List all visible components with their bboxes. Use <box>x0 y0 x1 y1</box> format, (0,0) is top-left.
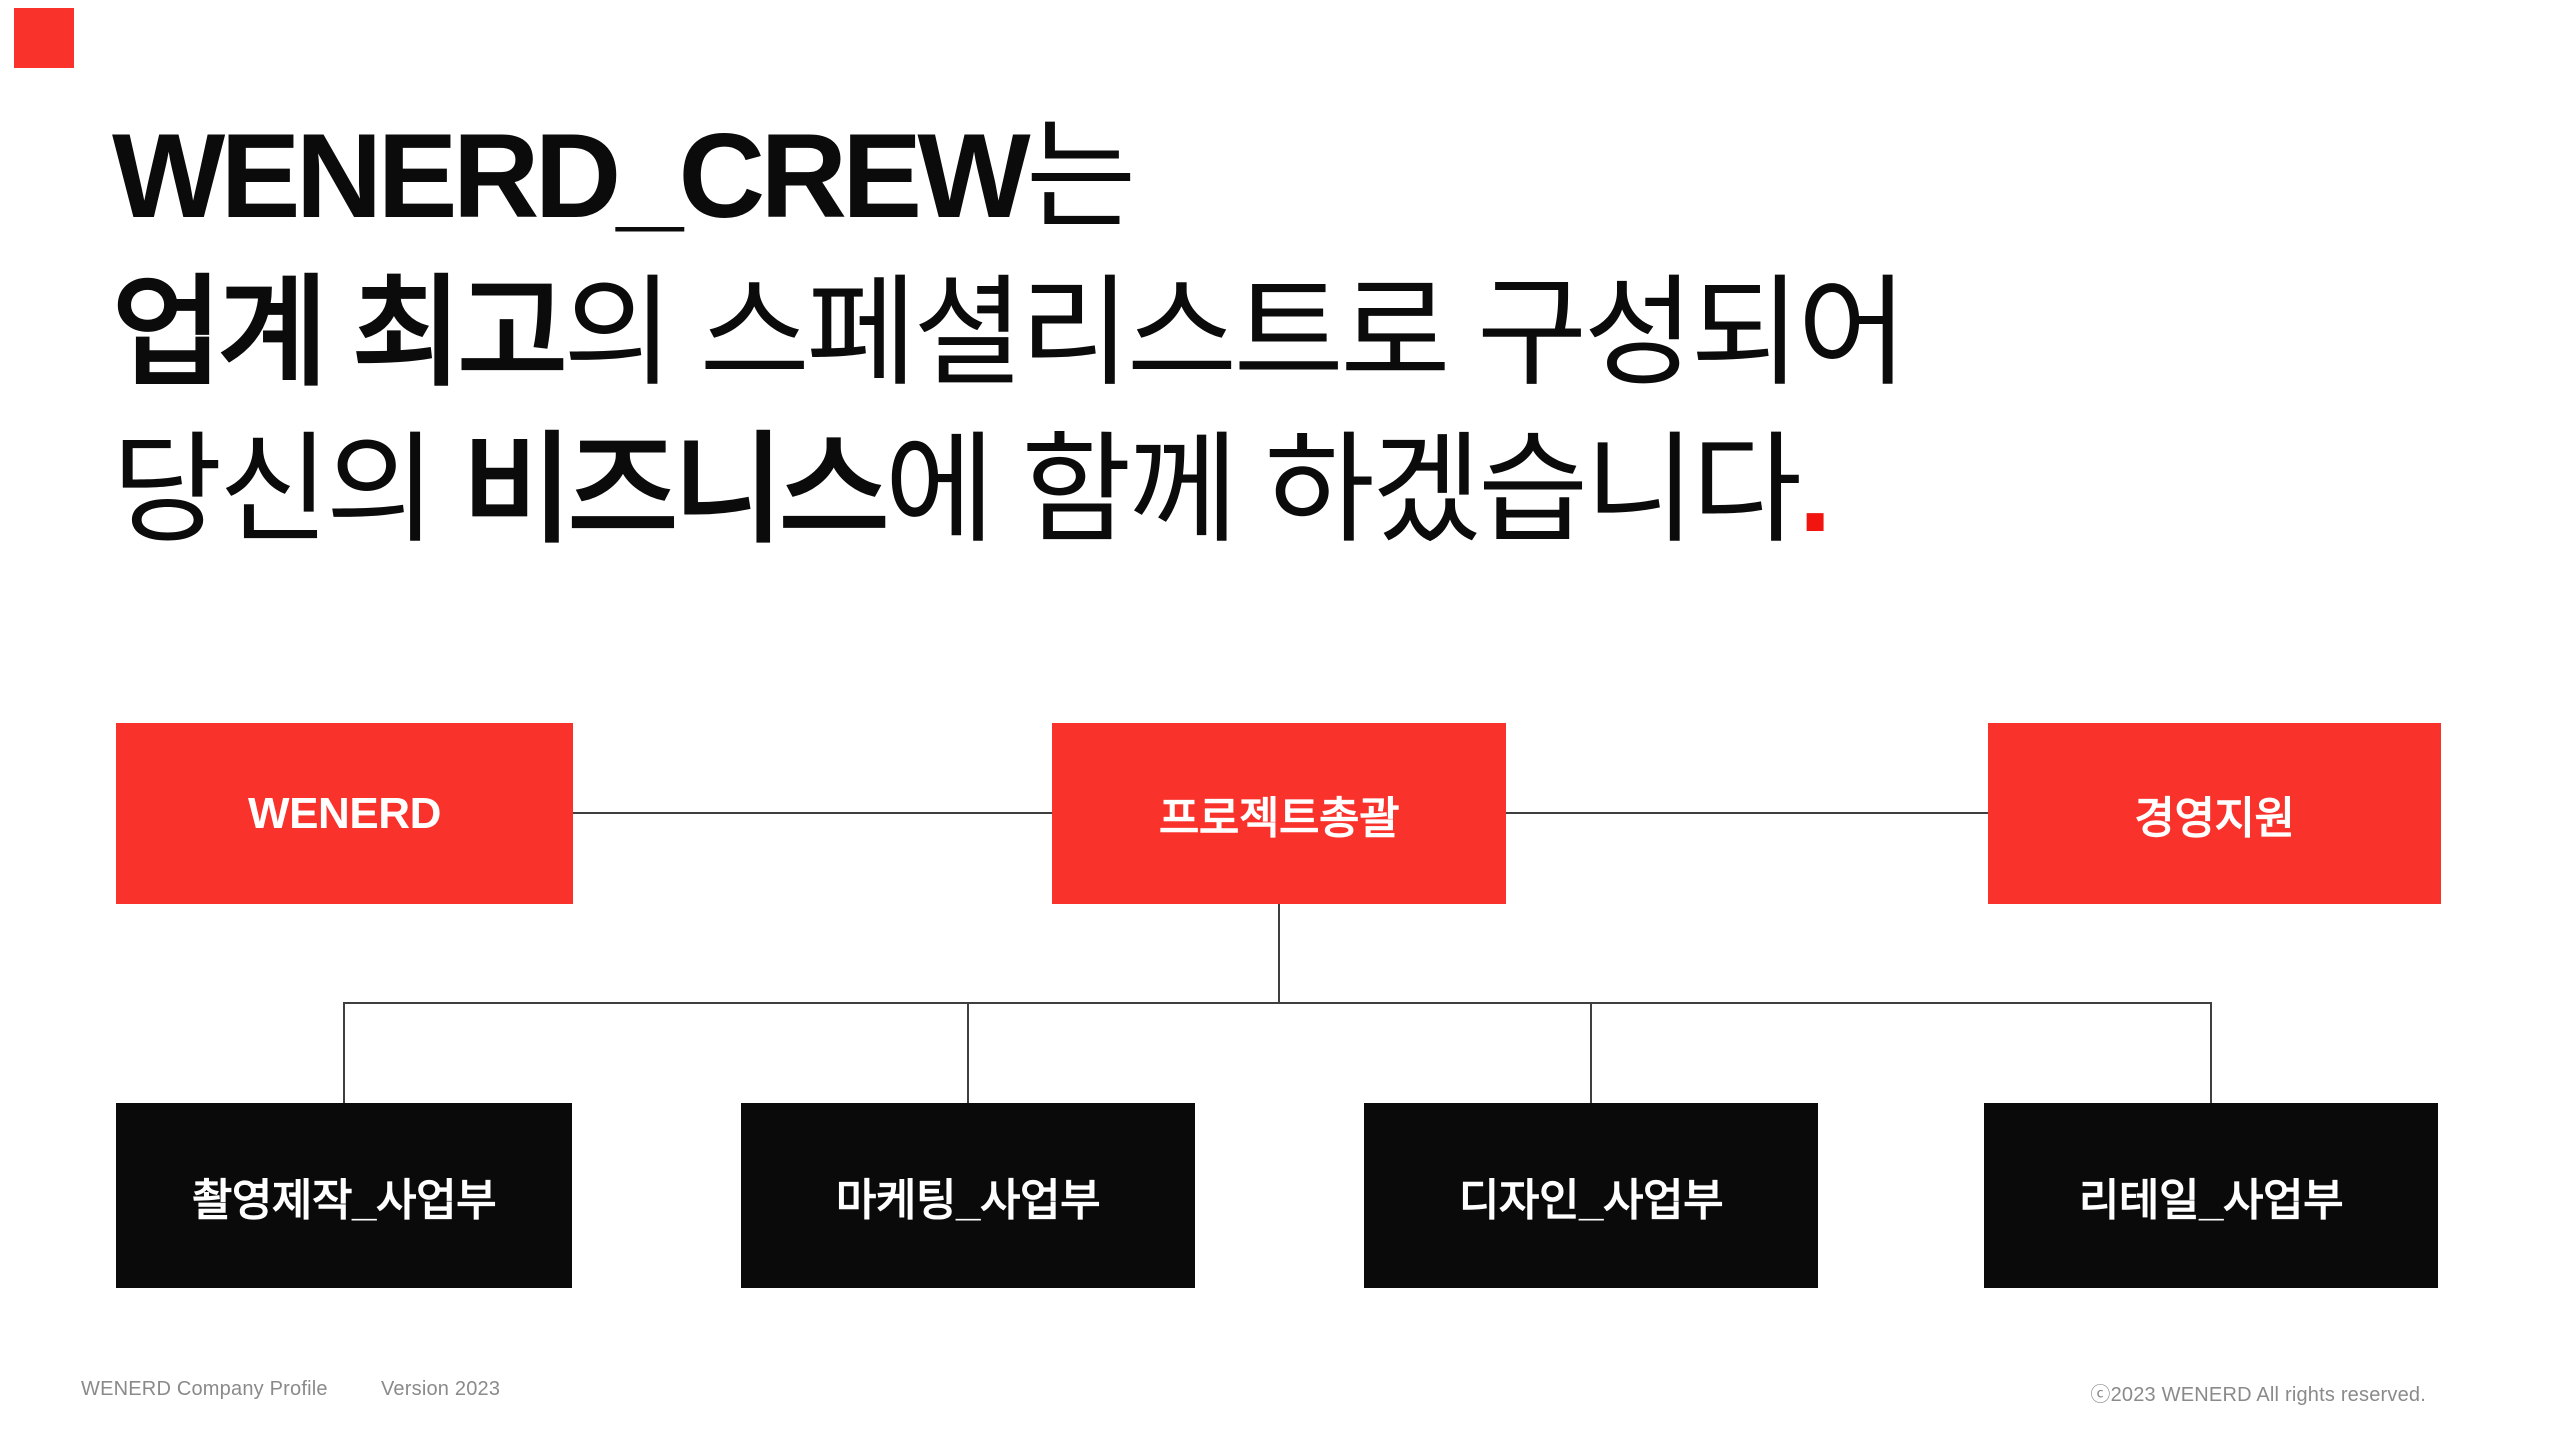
headline-brand-text: WENERD_CREW <box>112 109 1031 243</box>
org-box-design-dept: 디자인_사업부 <box>1364 1103 1818 1288</box>
headline: WENERD_CREW는 업계 최고의 스페셜리스트로 구성되어 당신의 비즈니… <box>112 98 1908 569</box>
org-box-film-production-dept: 촬영제작_사업부 <box>116 1103 572 1288</box>
org-box-retail-label: 리테일_사업부 <box>2078 1175 2344 1225</box>
connector-drop-marketing <box>967 1002 969 1103</box>
headline-line3-pre: 당신의 <box>112 423 463 557</box>
brand-square-mark <box>14 8 74 68</box>
headline-line3-bold: 비즈니스 <box>462 423 889 557</box>
org-box-retail-dept: 리테일_사업부 <box>1984 1103 2438 1288</box>
org-box-management-support-label: 경영지원 <box>2134 793 2295 843</box>
footer-copyright: ⓒ2023 WENERD All rights reserved. <box>2090 1384 2426 1406</box>
org-box-wenerd: WENERD <box>116 723 573 904</box>
headline-red-period: . <box>1798 423 1831 557</box>
org-box-project-lead-label: 프로젝트총괄 <box>1158 793 1400 843</box>
org-box-design-label: 디자인_사업부 <box>1458 1175 1724 1225</box>
org-box-project-lead: 프로젝트총괄 <box>1052 723 1506 904</box>
connector-distribution-rail <box>343 1002 2212 1004</box>
connector-project-down-stub <box>1278 904 1280 1003</box>
headline-line-1: WENERD_CREW는 <box>112 98 1904 255</box>
connector-drop-film <box>343 1002 345 1103</box>
org-box-marketing-label: 마케팅_사업부 <box>835 1175 1101 1225</box>
org-box-film-production-label: 촬영제작_사업부 <box>191 1175 497 1225</box>
connector-drop-retail <box>2210 1002 2212 1103</box>
footer-document-title: WENERD Company Profile <box>81 1378 328 1400</box>
headline-line3-rest: 에 함께 하겠습니다 <box>884 423 1802 557</box>
headline-line-3: 당신의 비즈니스에 함께 하겠습니다. <box>112 412 1904 569</box>
connector-wenerd-to-project <box>573 812 1052 814</box>
org-box-wenerd-label: WENERD <box>248 788 441 838</box>
connector-drop-design <box>1590 1002 1592 1103</box>
headline-line2-bold: 업계 최고 <box>112 266 568 400</box>
headline-line-2: 업계 최고의 스페셜리스트로 구성되어 <box>112 255 1908 412</box>
headline-line2-rest: 의 스페셜리스트로 구성되어 <box>562 266 1908 400</box>
org-box-management-support: 경영지원 <box>1988 723 2441 904</box>
connector-project-to-management <box>1506 812 1988 814</box>
footer-version: Version 2023 <box>381 1378 501 1400</box>
org-box-marketing-dept: 마케팅_사업부 <box>741 1103 1195 1288</box>
headline-line1-suffix: 는 <box>1025 109 1136 243</box>
